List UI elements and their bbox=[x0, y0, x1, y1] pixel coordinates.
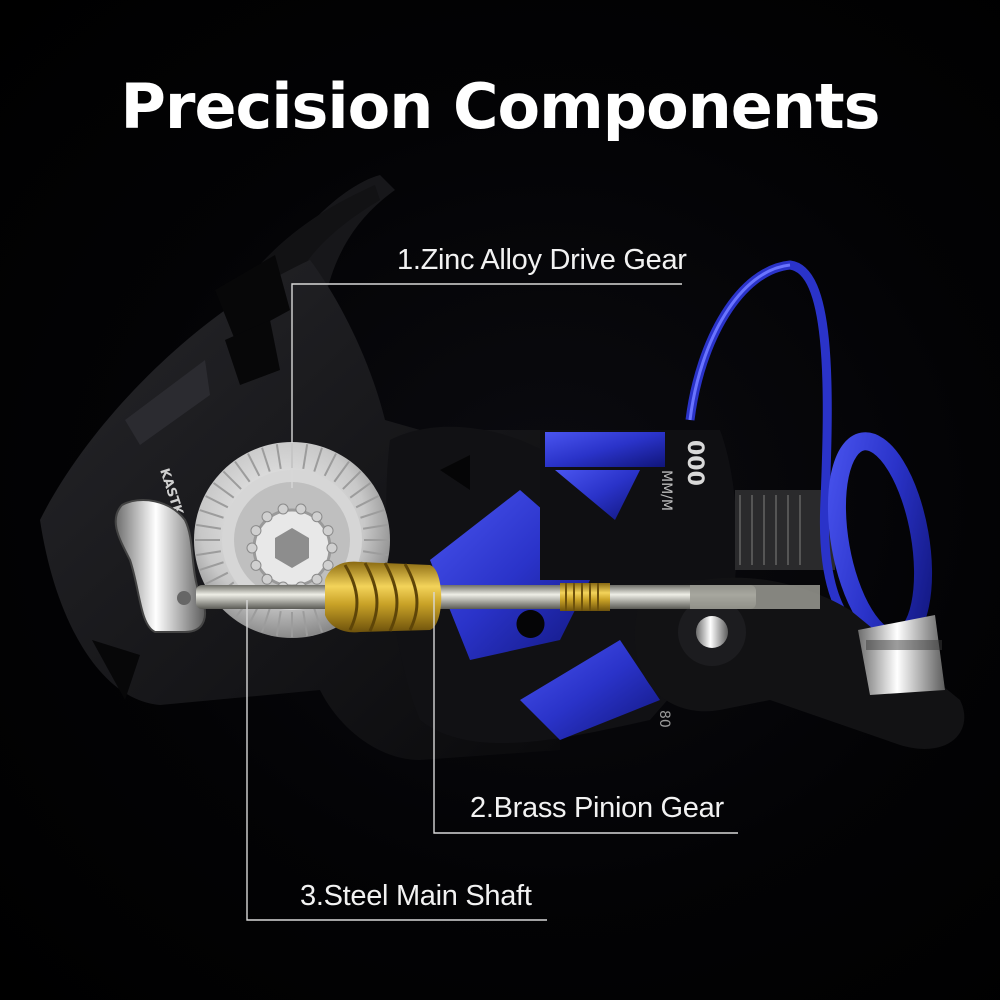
gear-tooth bbox=[261, 608, 271, 633]
spool-capacity-mark: 80 bbox=[656, 710, 672, 728]
gear-tooth bbox=[323, 453, 337, 477]
gear-tooth bbox=[212, 482, 235, 499]
gear-tooth bbox=[313, 608, 323, 633]
gear-tooth bbox=[342, 470, 362, 490]
gear-tooth bbox=[355, 495, 379, 509]
inner-gear-tooth bbox=[322, 559, 334, 571]
line-roller bbox=[858, 615, 945, 695]
spool: 000 MM/M 80 bbox=[540, 430, 835, 728]
handle-knob bbox=[114, 499, 206, 633]
gear-tooth bbox=[196, 523, 222, 530]
gear-tooth bbox=[313, 447, 323, 472]
gear-tooth bbox=[362, 550, 388, 557]
gear-tooth bbox=[261, 447, 271, 472]
inner-gear-tooth bbox=[250, 525, 262, 537]
inner-gear-tooth bbox=[311, 573, 323, 585]
gear-tooth bbox=[196, 550, 222, 557]
inner-gear-tooth bbox=[246, 542, 258, 554]
gear-tooth bbox=[205, 495, 229, 509]
inner-gear-tooth bbox=[326, 542, 338, 554]
inner-gear-tooth bbox=[261, 511, 273, 523]
gear-tooth bbox=[199, 561, 224, 571]
callout-line-drive-gear bbox=[291, 283, 682, 488]
inner-gear-tooth bbox=[277, 503, 289, 515]
gear-tooth bbox=[360, 509, 385, 519]
gear-tooth bbox=[275, 444, 282, 470]
callout-lines bbox=[246, 283, 738, 921]
spool-model-mark: 000 bbox=[682, 440, 707, 486]
gear-tooth bbox=[302, 444, 309, 470]
gear-tooth bbox=[362, 523, 388, 530]
inner-gear-tooth bbox=[250, 559, 262, 571]
inner-gear-tooth bbox=[295, 503, 307, 515]
gear-tooth bbox=[349, 482, 372, 499]
main-shaft bbox=[196, 583, 820, 611]
gear-tooth bbox=[199, 509, 224, 519]
gear-tooth bbox=[333, 460, 350, 483]
spool-line-spec: MM/M bbox=[658, 470, 674, 511]
page-title: Precision Components bbox=[120, 70, 880, 143]
pinion-gear bbox=[325, 561, 442, 633]
inner-gear-tooth bbox=[311, 511, 323, 523]
callout-drive-gear: 1.Zinc Alloy Drive Gear bbox=[397, 244, 687, 276]
gear-tooth bbox=[234, 460, 251, 483]
inner-gear-tooth bbox=[322, 525, 334, 537]
inner-gear-tooth bbox=[261, 573, 273, 585]
callout-pinion-gear: 2.Brass Pinion Gear bbox=[470, 792, 724, 824]
callout-line-pinion-gear bbox=[433, 592, 738, 834]
gear-tooth bbox=[302, 610, 309, 636]
bail-arm bbox=[634, 577, 965, 749]
callout-line-main-shaft bbox=[246, 600, 547, 921]
gear-tooth bbox=[222, 470, 242, 490]
gear-tooth bbox=[275, 610, 282, 636]
gear-tooth bbox=[205, 571, 229, 585]
gear-tooth bbox=[247, 453, 261, 477]
callout-main-shaft: 3.Steel Main Shaft bbox=[300, 880, 532, 912]
